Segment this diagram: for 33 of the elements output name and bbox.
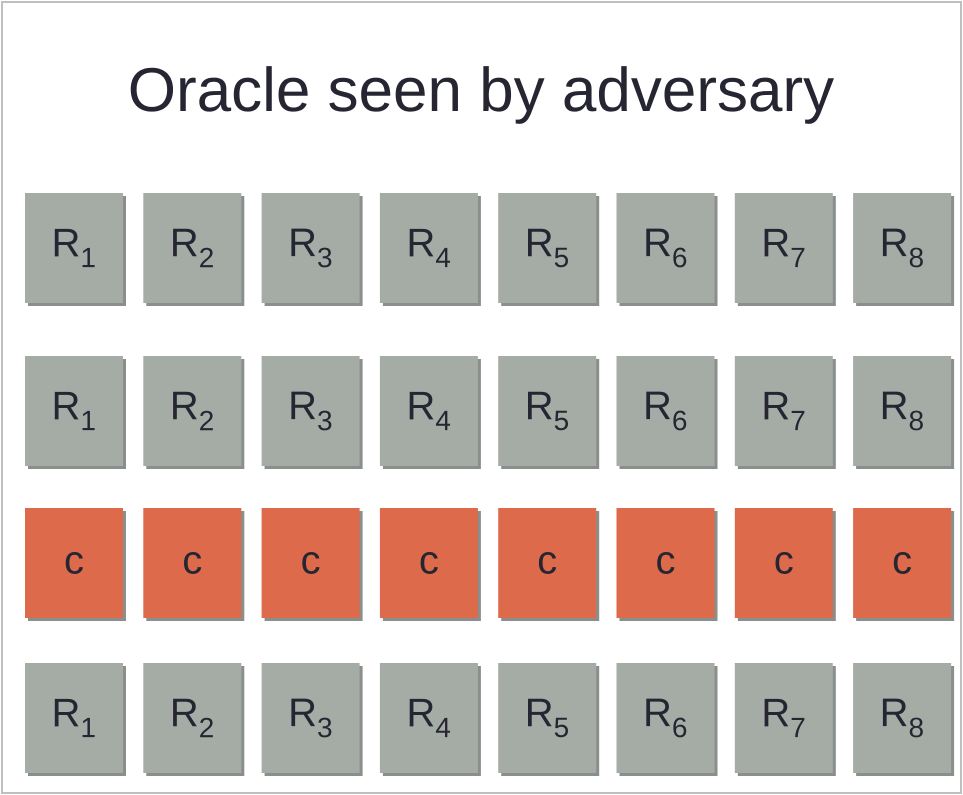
random-box: R$_{1}$	[25, 193, 126, 306]
random-box: R$_{2}$	[143, 356, 244, 469]
key-box: c	[143, 508, 244, 621]
random-box: R$_{3}$	[262, 193, 363, 306]
random-box: R$_{3}$	[262, 356, 363, 469]
key-box: c	[853, 508, 954, 621]
key-box: c	[734, 508, 836, 621]
key-box: c	[380, 508, 481, 621]
key-box: c	[616, 508, 718, 621]
key-box: c	[25, 508, 126, 621]
random-box: R$_{4}$	[380, 663, 481, 776]
random-box: R$_{6}$	[616, 193, 718, 306]
key-box: c	[498, 508, 600, 621]
random-box: R$_{8}$	[853, 193, 954, 306]
random-box: R$_{8}$	[853, 663, 954, 776]
random-box: R$_{5}$	[498, 193, 600, 306]
title: Oracle seen by adversary	[130, 66, 834, 124]
random-box: R$_{7}$	[734, 356, 836, 469]
random-box: R$_{1}$	[25, 356, 126, 469]
random-box: R$_{6}$	[616, 356, 718, 469]
random-box: R$_{2}$	[143, 193, 244, 306]
random-box: R$_{8}$	[853, 356, 954, 469]
random-box: R$_{6}$	[616, 663, 718, 776]
random-box: R$_{7}$	[734, 193, 836, 306]
random-box: R$_{2}$	[143, 663, 244, 776]
random-box: R$_{4}$	[380, 193, 481, 306]
key-box: c	[262, 508, 363, 621]
random-box: R$_{1}$	[25, 663, 126, 776]
random-box: R$_{3}$	[262, 663, 363, 776]
random-box: R$_{4}$	[380, 356, 481, 469]
random-box: R$_{5}$	[498, 356, 600, 469]
random-box: R$_{7}$	[734, 663, 836, 776]
random-box: R$_{5}$	[498, 663, 600, 776]
